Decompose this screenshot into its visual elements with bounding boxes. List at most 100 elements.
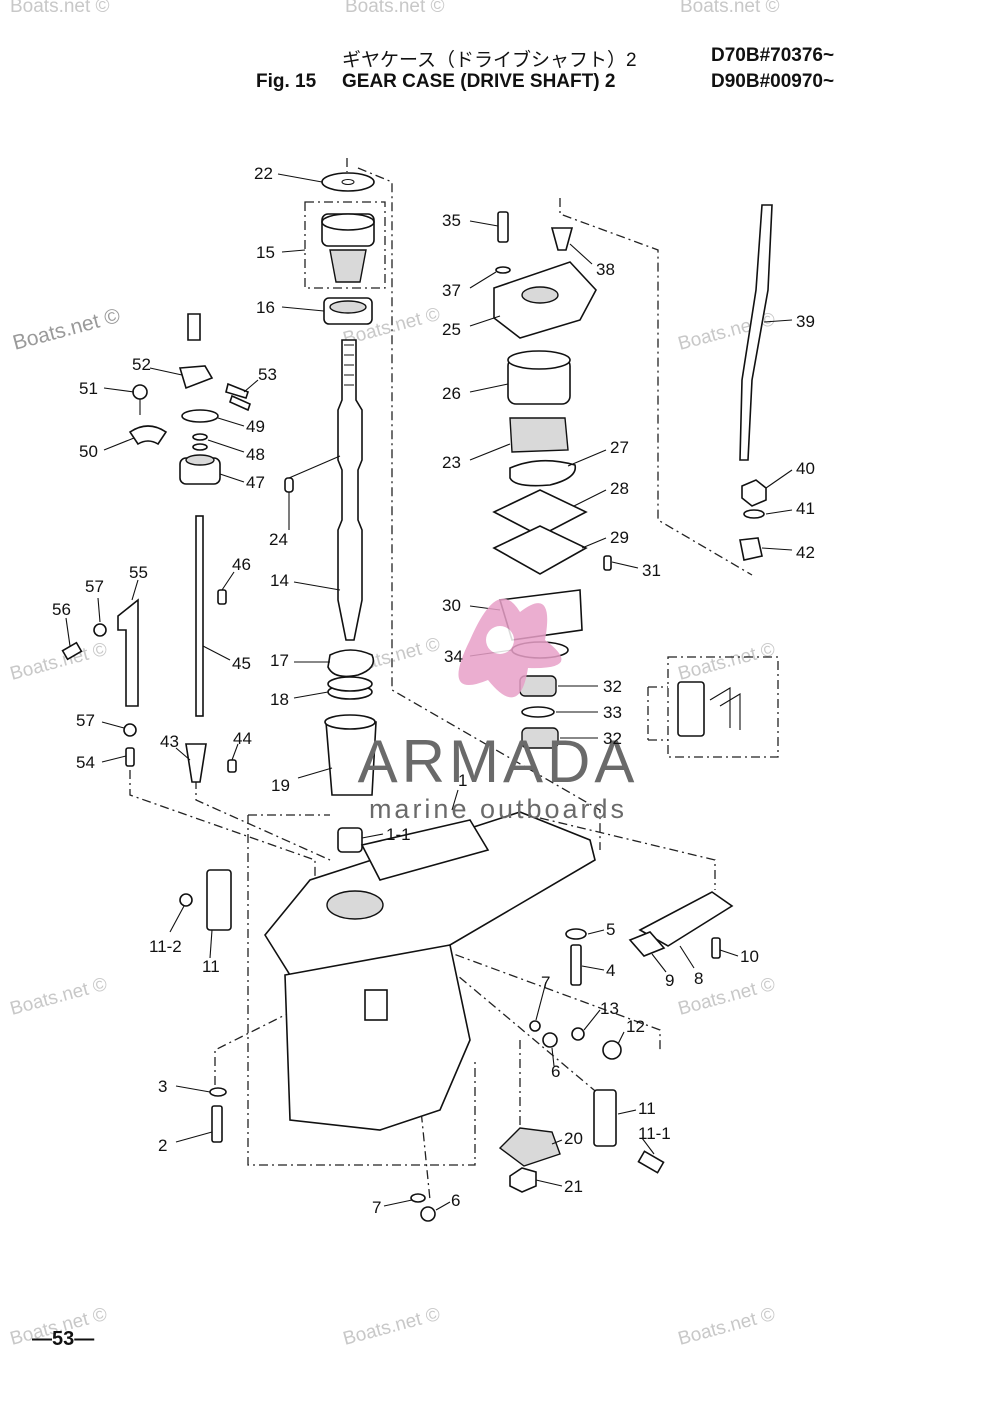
callout-11-right: 11 <box>638 1099 656 1118</box>
callout-42: 42 <box>796 543 815 562</box>
armada-logo <box>458 598 562 698</box>
callout-4: 4 <box>606 961 615 980</box>
callout-30: 30 <box>442 596 461 615</box>
callout-13: 13 <box>600 999 619 1018</box>
plate-8 <box>638 891 734 947</box>
callout-39: 39 <box>796 312 815 331</box>
outer-plate-28 <box>492 489 588 537</box>
callout-10: 10 <box>740 947 759 966</box>
callout-12: 12 <box>626 1017 645 1036</box>
callout-41: 41 <box>796 499 815 518</box>
callout-33: 33 <box>603 703 622 722</box>
watermark-text: Boats.net © <box>341 1304 443 1350</box>
callout-17: 17 <box>270 651 289 670</box>
callout-53: 53 <box>258 365 277 384</box>
bearing-32b <box>521 727 559 749</box>
pinion-20 <box>498 1127 561 1167</box>
callout-31: 31 <box>642 561 661 580</box>
callout-5: 5 <box>606 920 615 939</box>
callout-48: 48 <box>246 445 265 464</box>
pin-31 <box>603 555 612 571</box>
shift-rod-39 <box>739 204 773 461</box>
callout-14: 14 <box>270 571 289 590</box>
seal-42 <box>739 537 763 561</box>
pins-53 <box>225 382 251 412</box>
callout-38: 38 <box>596 260 615 279</box>
washer-5 <box>565 928 587 940</box>
gasket-29 <box>492 525 588 575</box>
rod-end-top <box>187 313 201 341</box>
callout-35: 35 <box>442 211 461 230</box>
nut-21 <box>509 1167 537 1193</box>
bolt-11-2 <box>179 893 193 907</box>
assembly-lines <box>129 158 779 1201</box>
fitting-54 <box>125 747 135 767</box>
callout-25: 25 <box>442 320 461 339</box>
washer-37 <box>495 266 511 274</box>
watermark-text: Boats.net © <box>680 0 780 17</box>
japanese-title: ギヤケース（ドライブシャフト）2 <box>342 50 637 71</box>
callout-18: 18 <box>270 690 289 709</box>
callout-24: 24 <box>269 530 288 549</box>
callout-labels: 22 15 16 52 53 51 49 48 50 47 24 14 46 5… <box>52 164 815 1217</box>
callout-32-lower: 32 <box>603 729 622 748</box>
gear-case-body-1 <box>284 944 471 1131</box>
impeller-23 <box>509 417 569 453</box>
brand-tagline: marine outboards <box>369 794 627 824</box>
leader-lines <box>65 173 793 1211</box>
bolt-10 <box>711 937 721 959</box>
watermark-text: Boats.net © <box>676 1304 778 1350</box>
callout-44: 44 <box>233 729 252 748</box>
callout-9: 9 <box>665 971 674 990</box>
callout-6-upper: 6 <box>551 1062 560 1081</box>
o-ring-48 <box>192 433 208 441</box>
watermark-text: Boats.net © <box>8 974 110 1020</box>
watermark-layer: Boats.net © Boats.net © Boats.net © Boat… <box>8 0 780 1350</box>
pin-46 <box>217 589 227 605</box>
callout-26: 26 <box>442 384 461 403</box>
callout-54: 54 <box>76 753 95 772</box>
bushing-1-1 <box>337 827 363 853</box>
callout-20: 20 <box>564 1129 583 1148</box>
callout-52: 52 <box>132 355 151 374</box>
serial-range-d90b: D90B#00970~ <box>711 71 835 92</box>
callout-16: 16 <box>256 298 275 317</box>
watermark-text: Boats.net © <box>10 304 123 355</box>
callout-15: 15 <box>256 243 275 262</box>
shift-rod-right <box>739 204 773 561</box>
shift-cam-43 <box>185 743 207 783</box>
anode-11a <box>206 869 232 931</box>
callout-21: 21 <box>564 1177 583 1196</box>
brand-name: ARMADA <box>358 728 639 795</box>
figure-number: Fig. 15 <box>256 71 317 92</box>
callout-11-left: 11 <box>202 957 220 976</box>
callout-40: 40 <box>796 459 815 478</box>
watermark-text: Boats.net © <box>676 639 778 685</box>
washer-13 <box>571 1027 585 1041</box>
callout-34: 34 <box>444 647 463 666</box>
serial-range-d70b: D70B#70376~ <box>711 45 835 66</box>
watermark-text: Boats.net © <box>345 0 445 17</box>
page-number: —53— <box>32 1328 95 1350</box>
watermark-text: Boats.net © <box>10 0 110 17</box>
washer-41 <box>743 509 765 519</box>
washer-7a <box>529 1020 541 1032</box>
washer-3 <box>209 1087 227 1097</box>
clip-57b <box>123 723 137 737</box>
screw-6b <box>420 1206 436 1222</box>
callout-50: 50 <box>79 442 98 461</box>
callout-3: 3 <box>158 1077 167 1096</box>
washer-33 <box>521 706 555 718</box>
callout-55: 55 <box>129 563 148 582</box>
callout-45: 45 <box>232 654 251 673</box>
sleeve-detail <box>677 681 705 737</box>
watermark-text: Boats.net © <box>676 974 778 1020</box>
callout-29: 29 <box>610 528 629 547</box>
screw-6a <box>542 1032 558 1048</box>
pin-44 <box>227 759 237 773</box>
shift-rod-45 <box>195 515 204 717</box>
callout-23: 23 <box>442 453 461 472</box>
callout-11-2: 11-2 <box>149 937 182 956</box>
washer-7b <box>410 1193 426 1203</box>
